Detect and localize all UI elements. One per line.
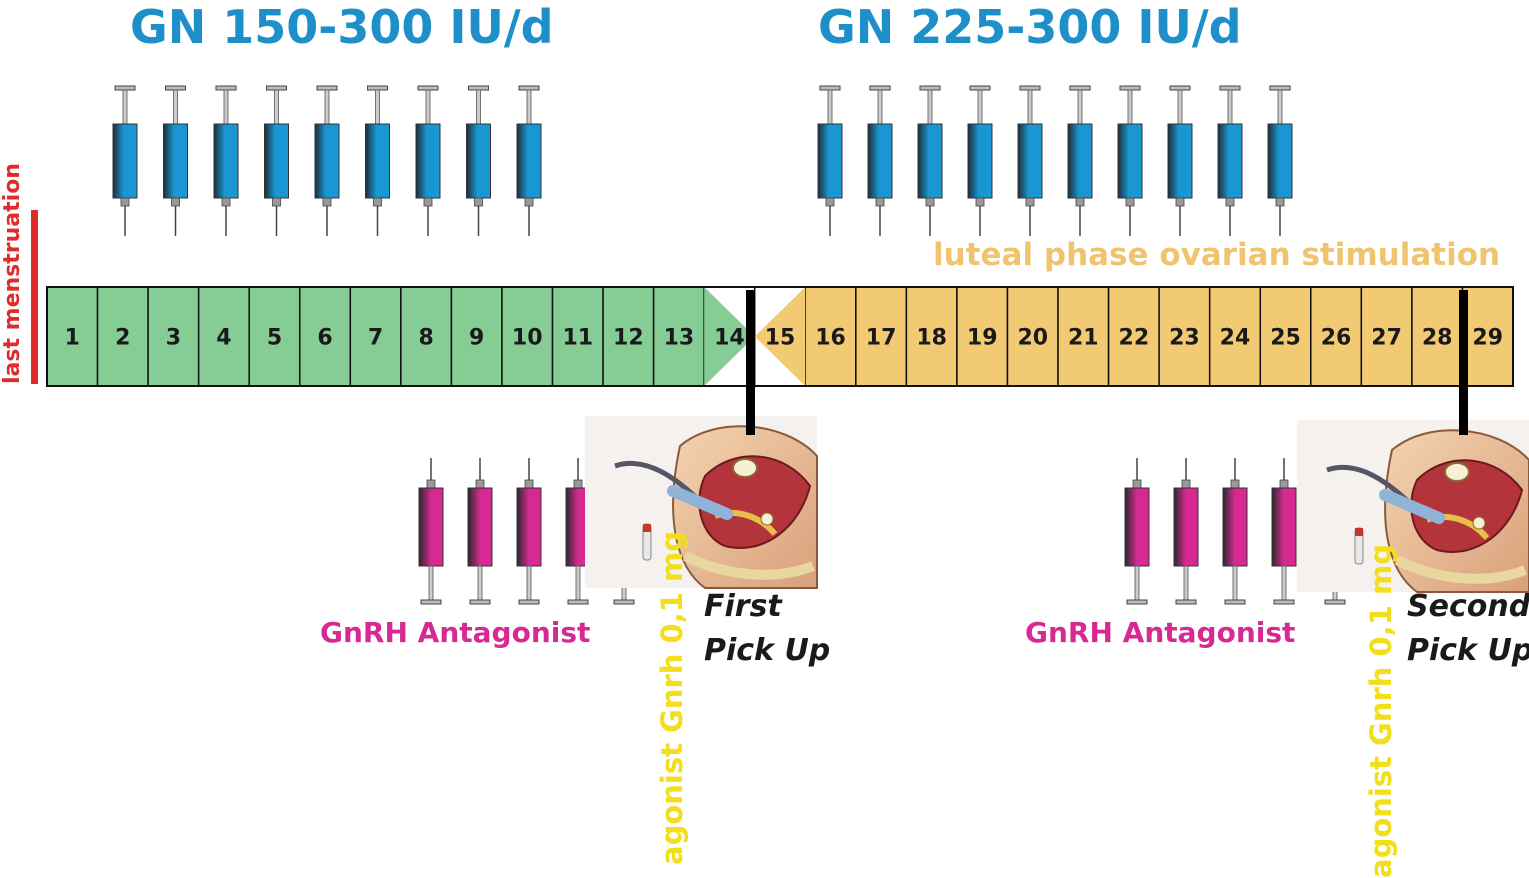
phase1-dose-title: GN 150-300 IU/d (130, 0, 554, 54)
day-number: 25 (1270, 326, 1301, 351)
follicular-arrow (704, 287, 755, 386)
syringe-magenta-icon (516, 458, 542, 605)
luteal-phase-label: luteal phase ovarian stimulation (933, 237, 1501, 273)
first-pickup-label: First Pick Up (704, 585, 830, 673)
day-number: 6 (317, 326, 332, 351)
syringe-blue-icon (1167, 85, 1193, 236)
day-number: 15 (765, 326, 796, 351)
day-number: 1 (65, 326, 80, 351)
day-number: 9 (469, 326, 484, 351)
gonadotropin-injections (112, 85, 1293, 236)
day-number: 13 (664, 326, 695, 351)
day-number: 3 (166, 326, 181, 351)
day-cell (1461, 286, 1514, 387)
day-cell (501, 286, 554, 387)
syringe-blue-icon (1267, 85, 1293, 236)
day-number: 19 (967, 326, 998, 351)
second-pickup-label: Second Pick Up (1407, 585, 1529, 673)
day-cell (602, 286, 655, 387)
syringe-blue-icon (213, 85, 239, 236)
day-cell (1057, 286, 1110, 387)
second-pickup-line1: Second (1407, 589, 1529, 624)
day-cell (1158, 286, 1211, 387)
day-number: 29 (1472, 326, 1503, 351)
syringe-magenta-icon (1222, 458, 1248, 605)
syringe-magenta-icon (1173, 458, 1199, 605)
syringe-blue-icon (112, 85, 138, 236)
day-cell (1411, 286, 1464, 387)
second-pickup-line2: Pick Up (1407, 633, 1529, 668)
agonist-label-2: agonist Gnrh 0,1 mg (1364, 544, 1398, 878)
day-number: 23 (1169, 326, 1200, 351)
syringe-blue-icon (1017, 85, 1043, 236)
luteal-arrow (754, 287, 806, 386)
day-number: 2 (115, 326, 130, 351)
second-pickup-marker (1459, 290, 1468, 435)
day-number: 10 (512, 326, 543, 351)
day-number: 21 (1068, 326, 1099, 351)
day-number: 26 (1321, 326, 1352, 351)
day-number: 17 (866, 326, 897, 351)
day-number: 8 (418, 326, 433, 351)
syringe-blue-icon (867, 85, 893, 236)
first-pickup-marker (746, 290, 755, 435)
syringe-magenta-icon (1271, 458, 1297, 605)
day-number: 5 (267, 326, 282, 351)
syringe-blue-icon (817, 85, 843, 236)
syringe-blue-icon (314, 85, 340, 236)
syringe-blue-icon (365, 85, 390, 236)
day-cell (1006, 286, 1059, 387)
syringe-blue-icon (466, 85, 491, 236)
antagonist-label-1: GnRH Antagonist (320, 616, 591, 649)
day-cell (855, 286, 908, 387)
syringe-magenta-icon (467, 458, 493, 605)
day-number: 7 (368, 326, 383, 351)
timeline-border (46, 286, 1514, 387)
agonist-label-1: agonist Gnrh 0,1 mg (655, 531, 689, 865)
day-number: 24 (1220, 326, 1251, 351)
day-number: 16 (815, 326, 846, 351)
antagonist-agonist-injections (418, 458, 1348, 605)
day-number: 20 (1017, 326, 1048, 351)
oocyte-retrieval-illustration-icon (585, 416, 818, 589)
syringe-blue-icon (1067, 85, 1093, 236)
syringe-blue-icon (264, 85, 289, 236)
day-cell (1360, 286, 1413, 387)
day-cell (46, 286, 99, 387)
syringe-blue-icon (516, 85, 542, 236)
day-cell (956, 286, 1009, 387)
day-cell (96, 286, 149, 387)
day-number: 4 (216, 326, 231, 351)
phase2-dose-title: GN 225-300 IU/d (818, 0, 1242, 54)
syringe-blue-icon (967, 85, 993, 236)
day-number: 18 (916, 326, 947, 351)
syringe-blue-icon (163, 85, 188, 236)
day-number: 27 (1371, 326, 1402, 351)
day-number: 28 (1422, 326, 1453, 351)
day-number: 14 (714, 326, 745, 351)
first-pickup-line2: Pick Up (704, 633, 831, 668)
last-menstruation-marker (31, 210, 38, 384)
antagonist-label-2: GnRH Antagonist (1025, 616, 1296, 649)
day-number: 11 (562, 326, 593, 351)
oocyte-retrieval-illustration-icon (1297, 420, 1529, 593)
syringe-blue-icon (1117, 85, 1143, 236)
syringe-blue-icon (917, 85, 943, 236)
syringe-magenta-icon (418, 458, 444, 605)
syringe-blue-icon (1217, 85, 1243, 236)
day-cell (299, 286, 352, 387)
day-number: 12 (613, 326, 644, 351)
day-cell (905, 286, 958, 387)
day-number: 22 (1119, 326, 1150, 351)
day-cell (400, 286, 453, 387)
first-pickup-line1: First (704, 589, 782, 624)
syringe-magenta-icon (1124, 458, 1150, 605)
last-menstruation-label: last menstruation (0, 163, 25, 384)
syringe-blue-icon (415, 85, 441, 236)
